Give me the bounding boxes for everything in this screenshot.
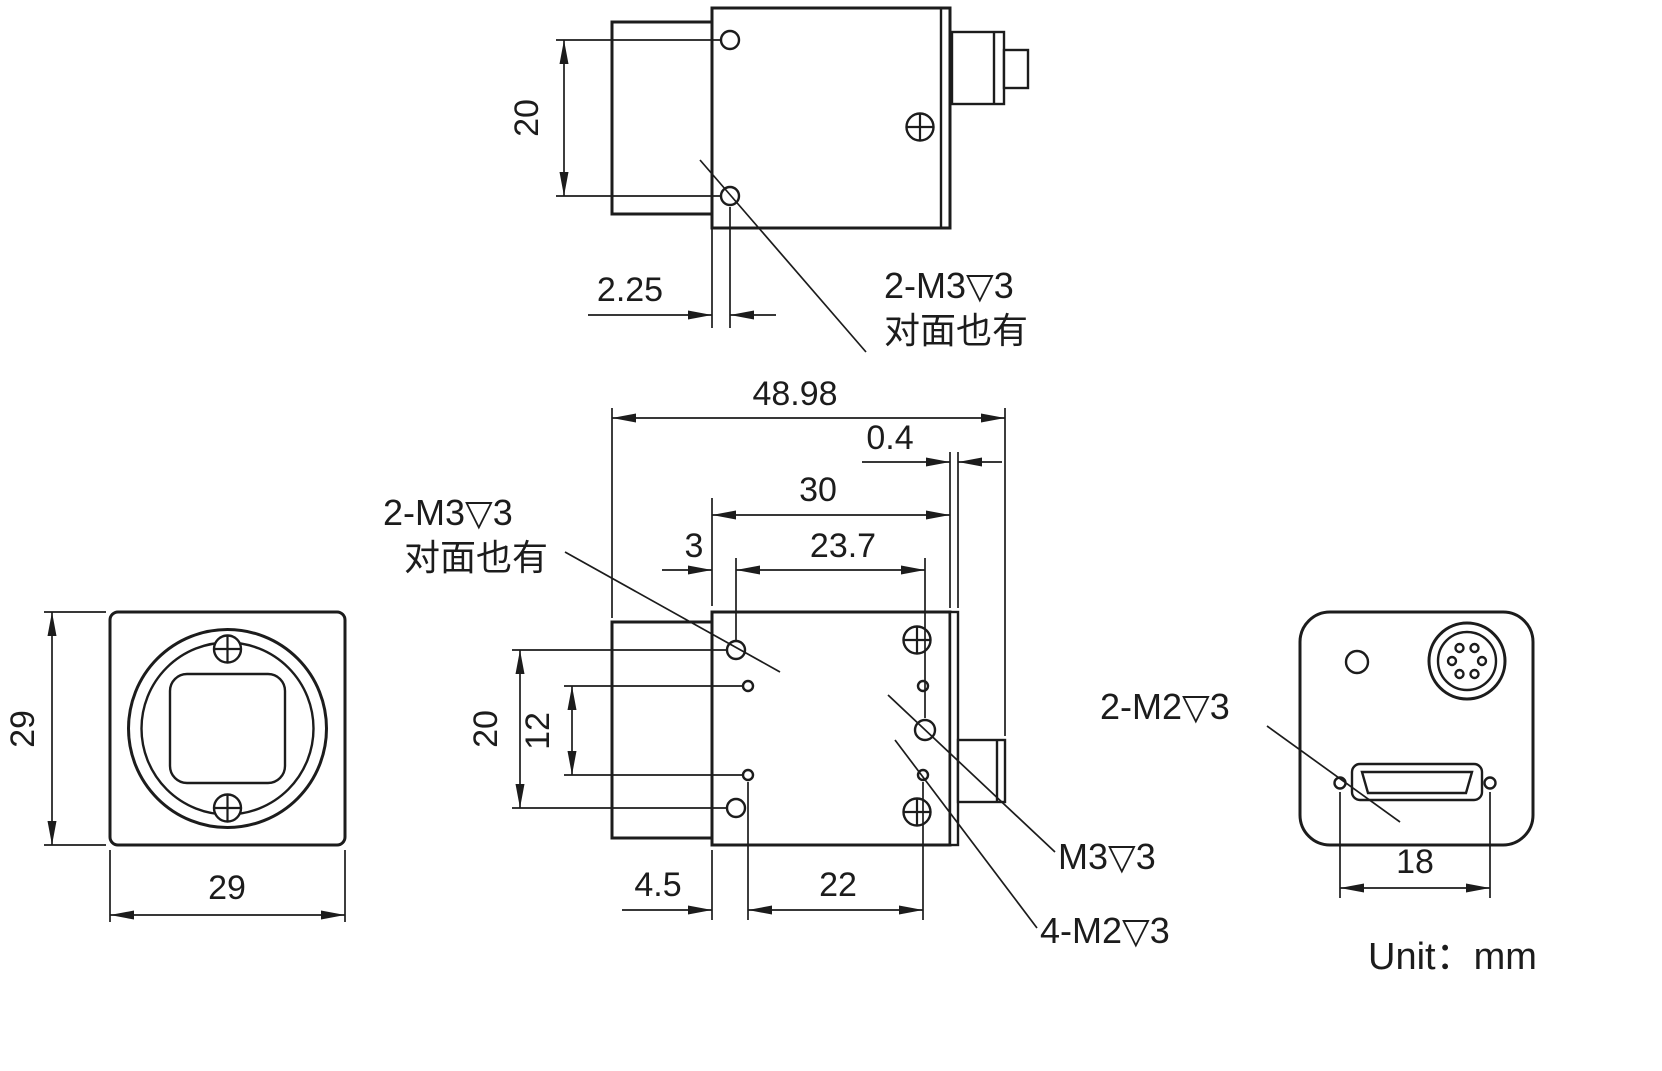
callout-m3-rear-label: M3▽3 [1058, 836, 1156, 877]
callout-m3-rear: M3▽3 [887, 694, 1156, 877]
phillips-screw-icon [905, 112, 935, 142]
dim-bottom-offset-label: 4.5 [634, 866, 681, 904]
callout-side-m3: 2-M3▽3 对面也有 [383, 492, 781, 673]
dimension-hole-positions: 3 23.7 [662, 527, 926, 718]
connector-pin [1454, 668, 1465, 680]
dim-flange-span-label: 30 [799, 471, 837, 509]
dim-top-hole-spacing-label: 20 [508, 99, 546, 137]
sensor-aperture [168, 672, 287, 785]
dim-top-hole-offset-label: 2.25 [597, 271, 663, 309]
m2-hole [916, 679, 930, 693]
data-connector-socket [1360, 770, 1474, 795]
callout-top-m3-line1: 2-M3▽3 [884, 265, 1014, 306]
lens-barrel-outline [610, 620, 714, 840]
callout-side-m3-line2: 对面也有 [404, 537, 548, 578]
callout-side-m3-line1: 2-M3▽3 [383, 492, 513, 533]
phillips-screw-icon [212, 793, 243, 823]
rear-view: 18 2-M2▽3 [1100, 610, 1535, 898]
dimension-rear-offset: 0.4 [862, 419, 1002, 608]
callout-4m2-label: 4-M2▽3 [1040, 910, 1170, 951]
m2-hole [741, 679, 755, 693]
data-connector [1333, 762, 1497, 802]
callout-top-m3: 2-M3▽3 对面也有 [699, 159, 1028, 353]
m3-hole [725, 797, 747, 819]
leader-line [564, 551, 781, 673]
connector-pin [1454, 642, 1465, 654]
dimension-top-hole-spacing: 20 [508, 39, 721, 197]
callout-2m2-label: 2-M2▽3 [1100, 686, 1230, 727]
dimension-front-height: 29 [4, 611, 106, 846]
phillips-screw-icon [902, 797, 932, 827]
dimension-connector-span: 18 [1339, 792, 1491, 898]
lens-barrel-outline [610, 20, 714, 216]
leader-line [1266, 725, 1401, 823]
connector-pin [1446, 655, 1458, 667]
dim-rear-offset-label: 0.4 [866, 419, 913, 457]
dimension-top-hole-offset: 2.25 [588, 207, 776, 328]
callout-2m2: 2-M2▽3 [1100, 686, 1401, 823]
dim-side-hole-spacing-label: 20 [467, 710, 505, 748]
connector-pin [1469, 642, 1480, 654]
dimension-side-hole-spacing: 20 [467, 649, 727, 809]
io-connector-tip [1002, 48, 1030, 90]
power-connector [1427, 621, 1507, 701]
leader-line [887, 694, 1056, 853]
connector-pin [1469, 668, 1480, 680]
leader-line [894, 739, 1038, 929]
callout-top-m3-line2: 对面也有 [884, 310, 1028, 351]
connector-pin [1476, 655, 1488, 667]
rear-plate [948, 610, 960, 847]
io-connector-block [950, 30, 1006, 106]
dimension-front-width: 29 [109, 850, 346, 922]
unit-note: Unit：mm [1368, 936, 1537, 978]
m2-hole [741, 768, 755, 782]
dimension-bottom-spans: 4.5 22 [622, 782, 924, 920]
dim-total-length-label: 48.98 [752, 375, 837, 413]
top-view: 20 2.25 2-M3▽3 对面也有 [508, 6, 1030, 353]
dimension-m2-spacing: 12 [519, 685, 743, 776]
dim-m3-span-label: 23.7 [810, 527, 876, 565]
dim-connector-span-label: 18 [1396, 843, 1434, 881]
leader-line [699, 159, 867, 353]
callout-4m2: 4-M2▽3 [894, 739, 1170, 951]
indicator-hole [1344, 649, 1370, 675]
dim-front-height-label: 29 [4, 710, 42, 748]
m3-hole [719, 29, 741, 51]
front-view: 29 29 [4, 610, 347, 922]
power-connector-inner [1436, 630, 1498, 692]
dim-front-to-hole-label: 3 [685, 527, 704, 565]
dim-front-width-label: 29 [208, 869, 246, 907]
side-view: 48.98 0.4 30 3 23.7 [383, 375, 1170, 951]
dim-m2-spacing-label: 12 [519, 712, 557, 750]
phillips-screw-icon [902, 625, 932, 655]
phillips-screw-icon [212, 634, 243, 664]
dimension-flange-span: 30 [711, 471, 950, 606]
m2-hole [1483, 776, 1497, 790]
dim-bottom-span-label: 22 [819, 866, 857, 904]
dimension-total-length: 48.98 [611, 375, 1006, 736]
